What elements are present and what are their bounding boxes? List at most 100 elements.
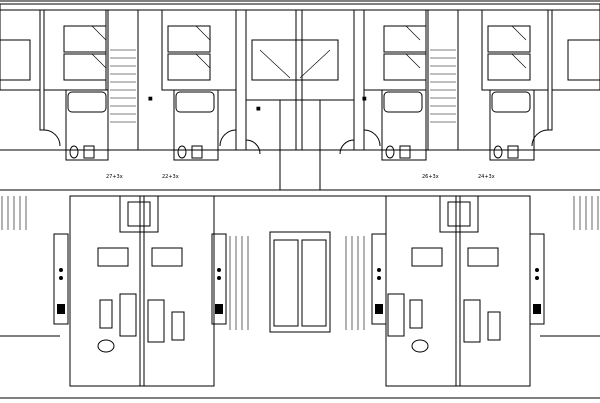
kitchen-counter-3 xyxy=(371,233,387,325)
door-swing-4 xyxy=(339,139,355,155)
coffee-table-4 xyxy=(487,311,501,341)
bed-fold xyxy=(91,53,107,69)
bedroom-2 xyxy=(43,9,107,91)
dining-table-4 xyxy=(467,247,499,267)
lift-shaft-1-inner xyxy=(127,201,151,227)
door-swing-6 xyxy=(531,129,549,147)
bed-6 xyxy=(383,25,427,53)
bed-7 xyxy=(383,53,427,81)
sofa-3 xyxy=(387,293,405,337)
bedroom-8 xyxy=(551,9,600,91)
stair-well-2 xyxy=(427,9,459,151)
bed-8 xyxy=(487,25,531,53)
bed-2 xyxy=(63,53,107,81)
hob-burner xyxy=(377,268,381,272)
living-area-3 xyxy=(385,195,457,387)
tag-3: ■ xyxy=(362,96,367,102)
party-wall-4 xyxy=(547,9,553,131)
door-swing-5 xyxy=(363,129,381,147)
coffee-table-2 xyxy=(171,311,185,341)
bedroom-4 xyxy=(245,9,297,101)
coffee-table-1 xyxy=(99,299,113,329)
door-swing-2 xyxy=(219,129,237,147)
bathroom-3 xyxy=(381,89,427,161)
sofa-4 xyxy=(463,299,481,343)
bed-10 xyxy=(0,39,31,81)
hob-burner xyxy=(59,276,63,280)
wc-1 xyxy=(69,145,79,159)
bedroom-5 xyxy=(301,9,355,101)
sofa-1 xyxy=(119,293,137,337)
dining-table-2 xyxy=(151,247,183,267)
door-swing-1 xyxy=(43,129,61,147)
bathroom-4 xyxy=(489,89,535,161)
living-area-1 xyxy=(69,195,141,387)
hob-burner xyxy=(535,276,539,280)
labels: 27+3x 22+3x 26+3x 24+3x ■ ■ ■ xyxy=(106,96,495,180)
basin-4 xyxy=(507,145,519,159)
sink xyxy=(375,304,383,314)
stair-label-3: 26+3x xyxy=(422,174,439,180)
bathtub-3 xyxy=(383,91,423,113)
bed-fold xyxy=(511,53,527,69)
kitchen-counter-1 xyxy=(53,233,69,325)
stair-treads xyxy=(1,25,599,330)
basin-3 xyxy=(399,145,411,159)
bed-1 xyxy=(63,25,107,53)
hob-burner xyxy=(217,276,221,280)
sink xyxy=(533,304,541,314)
bathtub-1 xyxy=(67,91,107,113)
tag-2: ■ xyxy=(256,106,261,112)
bed-5 xyxy=(251,39,339,81)
door-swing-3 xyxy=(245,139,261,155)
lower-bed-2 xyxy=(301,239,327,327)
kitchen-counter-2 xyxy=(211,233,227,325)
basin-2 xyxy=(191,145,203,159)
stair-well-1 xyxy=(107,9,139,151)
bathtub-4 xyxy=(491,91,531,113)
wc-2 xyxy=(177,145,187,159)
dining-table-3 xyxy=(411,247,443,267)
bedroom-1 xyxy=(0,9,41,91)
bathroom-1 xyxy=(65,89,109,161)
round-table-1 xyxy=(97,339,115,353)
lift-shaft-2 xyxy=(439,195,479,233)
stair-label-4: 24+3x xyxy=(478,174,495,180)
bed-fold xyxy=(405,25,421,41)
tag-1: ■ xyxy=(148,96,153,102)
lift-shaft-2-inner xyxy=(447,201,471,227)
lift-shaft-1 xyxy=(119,195,159,233)
bathroom-2 xyxy=(173,89,219,161)
bed-11 xyxy=(567,39,600,81)
hob-burner xyxy=(217,268,221,272)
bed-fold xyxy=(195,25,211,41)
bedroom-6 xyxy=(363,9,427,91)
wc-3 xyxy=(385,145,395,159)
kitchen-counter-4 xyxy=(529,233,545,325)
basin-1 xyxy=(83,145,95,159)
stair-label-1: 27+3x xyxy=(106,174,123,180)
bed-4 xyxy=(167,53,211,81)
lower-bedroom-centre xyxy=(269,231,331,333)
bed-fold xyxy=(259,49,291,79)
bed-fold xyxy=(405,53,421,69)
bedroom-3 xyxy=(161,9,237,91)
bed-fold xyxy=(195,53,211,69)
dining-table-1 xyxy=(97,247,129,267)
bedroom-7 xyxy=(481,9,549,91)
hob-burner xyxy=(535,268,539,272)
bed-3 xyxy=(167,25,211,53)
bathtub-2 xyxy=(175,91,215,113)
hob-burner xyxy=(377,276,381,280)
top-wall xyxy=(0,3,600,11)
bed-fold xyxy=(91,25,107,41)
party-wall-3 xyxy=(353,9,365,151)
bathroom-5 xyxy=(279,99,321,191)
sink xyxy=(57,304,65,314)
bed-fold xyxy=(299,49,331,79)
sink xyxy=(215,304,223,314)
round-table-2 xyxy=(411,339,429,353)
stair-label-2: 22+3x xyxy=(162,174,179,180)
